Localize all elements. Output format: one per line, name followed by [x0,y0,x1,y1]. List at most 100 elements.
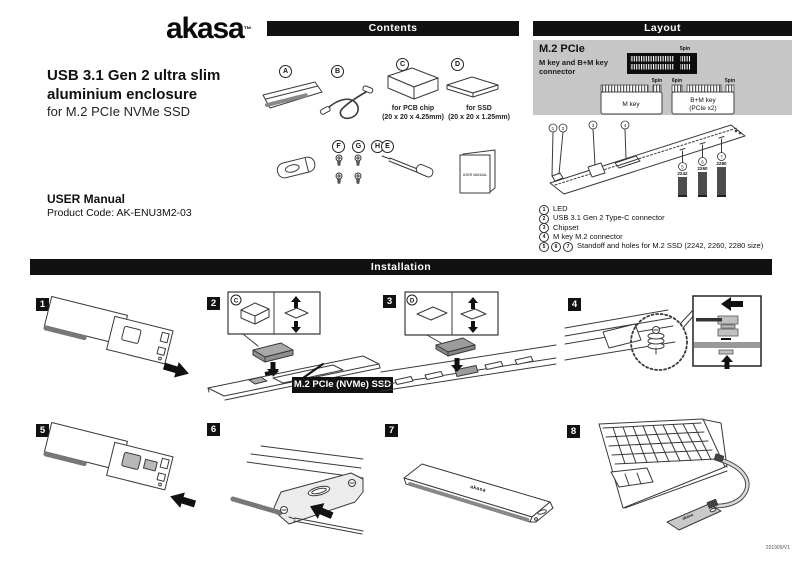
callout-5: 5 [681,164,684,169]
step-8-illustration: akasa [598,418,750,531]
product-title: USB 3.1 Gen 2 ultra slim aluminium enclo… [47,66,220,104]
arrow-left-icon [170,492,197,508]
pin5-label: 5pin [725,78,735,84]
arrow-down-icon [451,358,463,372]
step2-item-badge: C [234,298,239,304]
pin6-label: 6pin [672,78,682,84]
callout-1: 1 [552,126,555,131]
enclosure-logo-text: akasa [470,484,487,494]
step-1-badge: 1 [36,298,49,311]
step-1-illustration [43,295,189,378]
step-4-illustration [564,295,762,371]
arrow-right-icon [162,362,189,378]
legend-num: 6 [551,241,561,252]
user-manual-booklet [459,149,496,194]
pin5-label: 5pin [652,78,662,84]
ssd-size-bars: 2242 2260 2280 [677,161,727,197]
step-6-illustration [230,445,364,535]
contents-illustrations: USER MANUAL [262,67,499,194]
step-7-badge: 7 [385,424,398,437]
m2-pcie-panel: M.2 PCIe M key and B+M key connector 5pi… [533,40,792,115]
standoff-parts-drawing [694,315,760,355]
arrow-up-left-icon [310,503,334,519]
legend-text: Standoff and holes for M.2 SSD (2242, 22… [577,241,764,251]
screw-icon [335,154,343,166]
item-a-badge: A [279,65,292,78]
panel-sub-2: connector [539,67,576,76]
item-e-badge: E [381,140,394,153]
arrow-down-icon [468,321,478,333]
screw-icon [354,172,362,184]
callout-7: 7 [720,154,723,159]
screw-icon [354,154,362,166]
panel-subtitle: M key and B+M key connector [539,58,608,76]
legend-text: USB 3.1 Gen 2 Type-C connector [553,213,665,223]
booklet-cover-text: USER MANUAL [463,173,488,177]
arrow-up-icon [721,355,733,369]
legend-text: LED [553,204,568,213]
arrow-left-icon [721,297,743,311]
thermal-pad-c-drawing [387,67,439,100]
step-2-badge: 2 [207,297,220,310]
size-2242-label: 2242 [677,171,688,176]
item-g-badge: G [352,140,365,153]
item-d-badge: D [451,58,464,71]
product-code: Product Code: AK-ENU3M2-03 [47,207,192,219]
bm-key-label-1: B+M key [690,97,716,104]
contents-header: Contents [267,21,519,36]
bm-key-label-2: (PCIe x2) [689,105,716,112]
c-caption-2: (20 x 20 x 4.25mm) [382,113,444,121]
thermal-pad-d-drawing [446,76,499,98]
legend-text: Chipset [553,222,579,232]
arrow-right-icon [264,368,279,377]
step3-item-badge: D [410,298,415,304]
m-key-label: M key [622,101,640,108]
connector-diagram: 5pin 5pin M key 6pin 5pin [600,46,735,115]
enclosure-logo-text: akasa [681,512,694,521]
m-key-connector-drawing: 5pin M key [600,78,663,115]
c-caption-1: for PCB chip [391,105,435,112]
size-2280-label: 2280 [716,161,727,166]
item-d-caption: for SSD (20 x 20 x 1.25mm) [446,105,512,122]
title-line1: USB 3.1 Gen 2 ultra slim [47,67,221,84]
pin5-label: 5pin [680,46,690,52]
installation-header: Installation [30,259,772,275]
arrow-up-icon [291,296,301,308]
item-c-badge: C [396,58,409,71]
item-c-caption: for PCB chip (20 x 20 x 4.25mm) [381,105,445,122]
d-caption-1: for SSD [466,105,492,112]
size-2260-label: 2260 [697,166,708,171]
usb-cable-drawing [319,85,374,120]
version-code: 201909/V1 [765,545,790,551]
bm-key-connector-drawing: 6pin 5pin B+M key (PCIe x2) [671,78,735,115]
step-2-illustration: C [207,291,381,401]
title-line2: aluminium enclosure [47,86,198,103]
step-3-badge: 3 [383,295,396,308]
callout-badges: 1 2 3 4 5 6 7 [548,120,726,171]
item-b-badge: B [331,65,344,78]
panel-sub-1: M key and B+M key [539,58,608,67]
step-5-badge: 5 [36,424,49,437]
step-8-badge: 8 [567,425,580,438]
pcb-layout-diagram: 1 2 3 4 5 6 7 2242 2260 2280 [548,120,746,197]
product-subtitle: for M.2 PCIe NVMe SSD [47,104,191,119]
item-f-badge: F [332,140,345,153]
screwdriver-icon [381,155,434,178]
legend-text: M key M.2 connector [553,231,623,241]
step-7-illustration: akasa [403,463,554,523]
legend-num: 7 [563,241,573,252]
trademark-mark: ™ [243,25,252,34]
step-3-illustration: D [380,291,557,392]
callout-6: 6 [701,159,704,164]
enclosure-item-drawing [262,81,323,109]
ssd-callout-label: M.2 PCIe (NVMe) SSD [292,377,393,393]
d-caption-2: (20 x 20 x 1.25mm) [448,113,510,121]
item-h-badge: H [371,140,384,153]
screw-icon [335,172,343,184]
